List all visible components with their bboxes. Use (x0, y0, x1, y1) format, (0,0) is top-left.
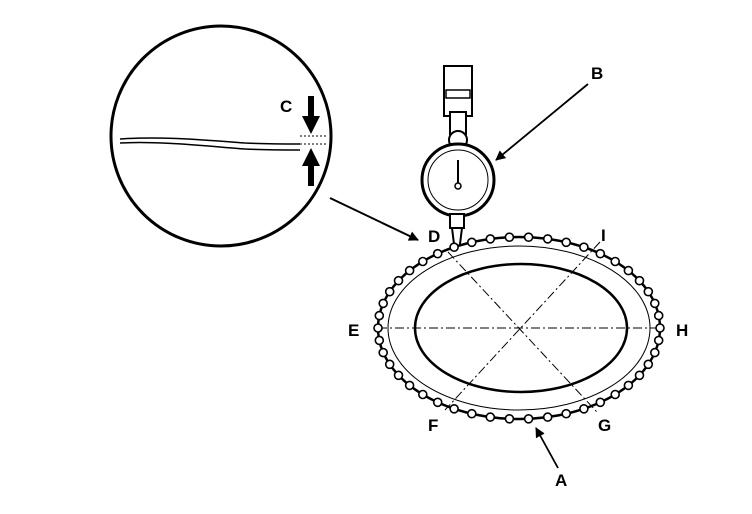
detail-magnifier: C (109, 24, 333, 248)
disc-tooth (634, 275, 645, 286)
disc-tooth (393, 275, 404, 286)
disc-tooth (653, 335, 664, 346)
line-I-F (444, 241, 601, 411)
disc-tooth (449, 242, 459, 252)
disc-tooth (610, 389, 621, 400)
gap-arrows (302, 96, 320, 186)
disc-tooth (432, 397, 443, 408)
disc-tooth (404, 265, 415, 276)
disc-tooth (374, 335, 385, 346)
disc-tooth (378, 298, 389, 309)
label-H: H (676, 321, 688, 340)
disc-tooth (449, 403, 459, 414)
disc-tooth (542, 234, 553, 244)
label-D: D (428, 227, 440, 246)
disc-teeth (373, 232, 665, 424)
disc-tooth (404, 380, 415, 391)
disc-tooth (579, 403, 589, 414)
dial-indicator (420, 65, 496, 253)
disc-tooth (595, 397, 606, 408)
disc-tooth (579, 242, 589, 252)
disc-tooth (432, 248, 443, 259)
label-I: I (601, 226, 606, 245)
disc-tooth (417, 256, 428, 267)
disc-tooth (623, 380, 634, 391)
clutch-disc (373, 232, 665, 424)
label-C: C (280, 97, 292, 116)
leader-B (495, 83, 589, 161)
disc-tooth (634, 370, 645, 381)
disc-tooth (417, 389, 428, 400)
disc-tooth (504, 413, 515, 424)
disc-tooth (523, 232, 534, 242)
line-D-G (447, 251, 598, 413)
label-G: G (598, 416, 611, 435)
disc-tooth (623, 265, 634, 276)
disc-tooth (595, 248, 606, 259)
label-E: E (348, 321, 359, 340)
disc-tooth (374, 310, 385, 321)
disc-tooth (485, 234, 496, 244)
disc-tooth (643, 286, 654, 297)
disc-tooth (643, 359, 654, 370)
disc-tooth (561, 408, 572, 419)
detail-pointer-arrow (329, 197, 419, 241)
disc-tooth (384, 286, 395, 297)
disc-tooth (653, 310, 664, 321)
disc-tooth (373, 323, 383, 333)
disc-tooth (561, 237, 572, 248)
disc-tooth (466, 237, 477, 248)
disc-tooth (466, 408, 477, 419)
label-F: F (428, 416, 438, 435)
label-B: B (591, 64, 603, 83)
disc-tooth (649, 347, 660, 358)
disc-tooth (384, 359, 395, 370)
disc-tooth (610, 256, 621, 267)
leader-A (535, 427, 559, 469)
disc-tooth (378, 347, 389, 358)
disc-tooth (523, 413, 534, 424)
label-A: A (555, 471, 567, 490)
disc-tooth (393, 370, 404, 381)
disc-tooth (542, 412, 553, 422)
disc-tooth (504, 232, 515, 242)
disc-tooth (655, 323, 665, 333)
disc-tooth (649, 298, 660, 309)
disc-tooth (485, 412, 496, 422)
